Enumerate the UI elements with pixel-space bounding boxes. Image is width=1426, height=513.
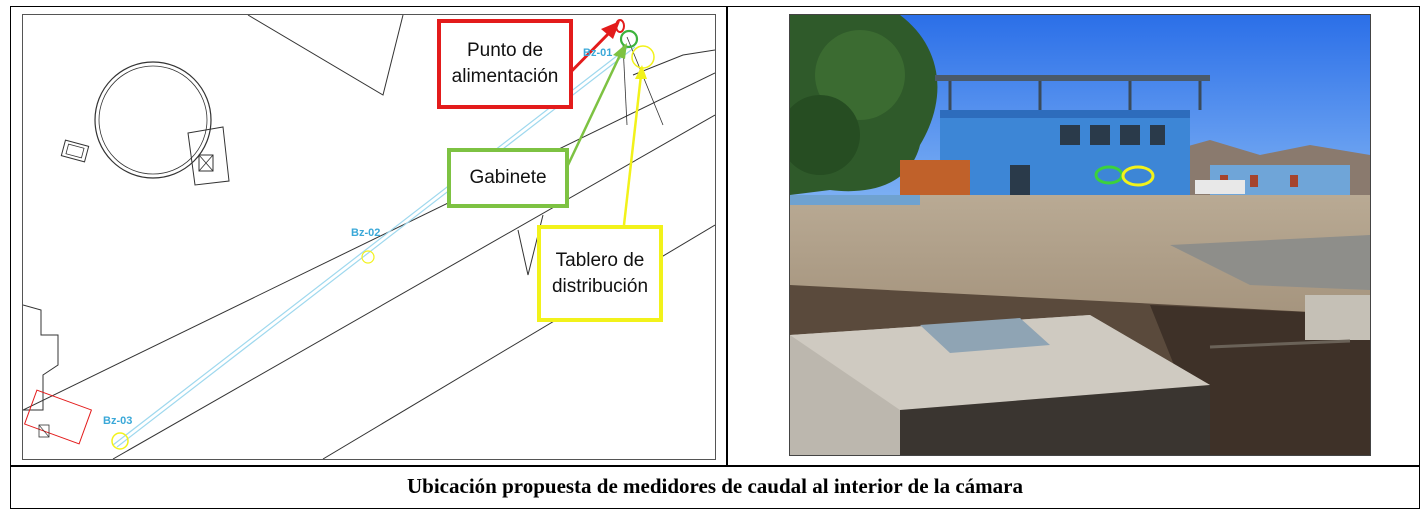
bz-01-label: Bz-01: [583, 47, 613, 59]
pipe-line: [112, 44, 632, 446]
boundary-line-top: [247, 15, 404, 96]
plan-linework: [23, 15, 715, 459]
road-edge-1: [23, 72, 715, 411]
site-photo: [789, 14, 1371, 456]
gravel: [1170, 235, 1370, 290]
cabinet-arrow: [566, 52, 623, 166]
column-divider: [726, 6, 728, 465]
distribution-board-callout: Tablero de distribución: [537, 225, 663, 322]
figure-table: [10, 6, 1420, 509]
pipe: [1209, 339, 1351, 349]
road-edge-2: [112, 114, 715, 459]
row-divider: [10, 465, 1420, 467]
chamber-opening: [920, 318, 1050, 353]
bz-02-label: Bz-02: [351, 227, 381, 239]
feed-point-callout: Punto de alimentación: [437, 19, 573, 109]
figure-caption: Ubicación propuesta de medidores de caud…: [407, 474, 1023, 498]
bz-02-marker: [361, 250, 375, 264]
red-outline-structure: [23, 389, 93, 445]
photo-illustration: [790, 15, 1370, 455]
distribution-board-text: Tablero de distribución: [551, 249, 649, 297]
feed-point-text: Punto de alimentación: [451, 40, 559, 87]
bz-03-marker: [111, 432, 129, 450]
circular-tank: [94, 61, 212, 179]
bz-03-label: Bz-03: [103, 415, 133, 427]
roof-frame: [935, 75, 1210, 81]
blue-building: [940, 110, 1190, 200]
yellow-circle-marker: [1121, 165, 1155, 187]
distribution-board-arrow: [622, 74, 643, 226]
small-structure: [60, 139, 90, 163]
cabinet-text: Gabinete: [469, 167, 547, 189]
cabinet-marker: [619, 29, 639, 49]
pickup-truck: [1195, 180, 1245, 194]
site-plan-drawing: Bz-01 Bz-02 Bz-03 Punto de alimentación …: [22, 14, 716, 460]
cabinet-callout: Gabinete: [447, 148, 569, 208]
container: [900, 160, 970, 195]
valve-box: [187, 126, 230, 186]
